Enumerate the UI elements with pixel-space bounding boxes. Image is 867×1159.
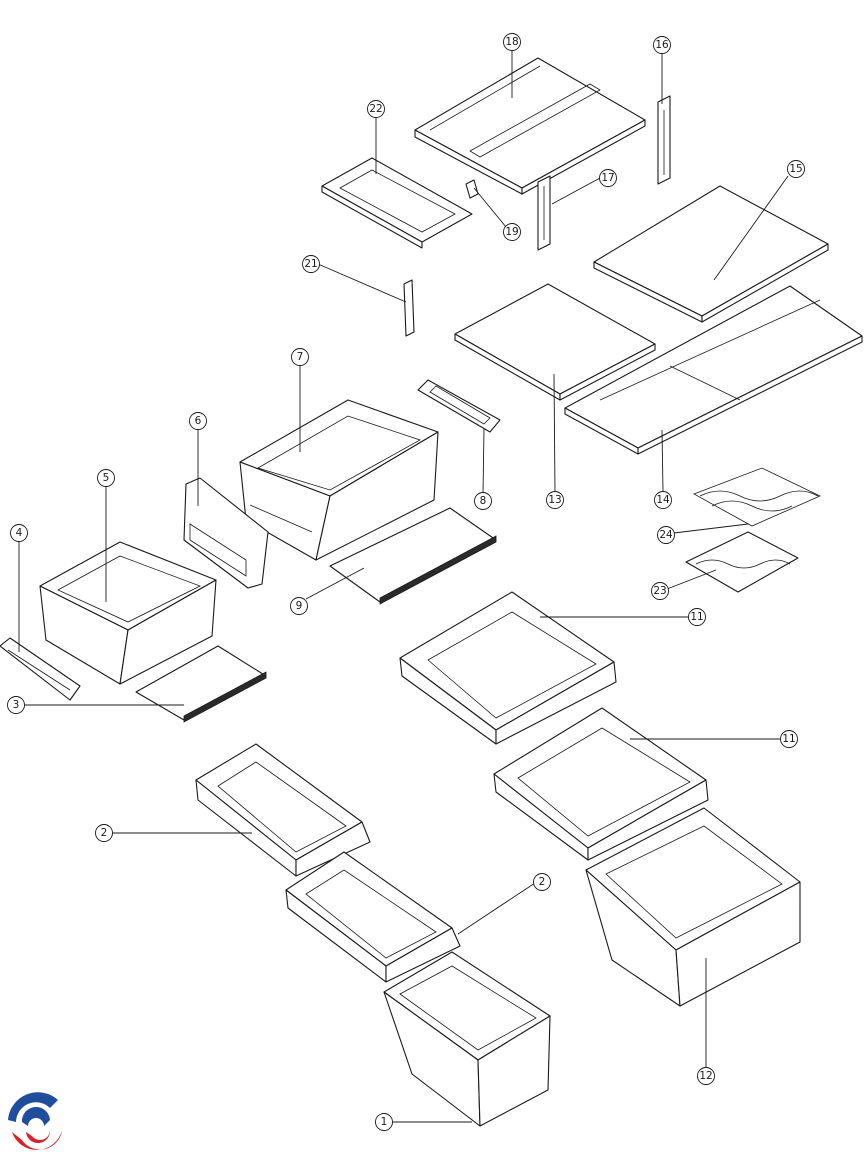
svg-text:12: 12 — [699, 1070, 712, 1082]
svg-text:4: 4 — [16, 527, 23, 539]
part-6-divider — [183, 477, 269, 589]
svg-text:6: 6 — [195, 415, 202, 427]
svg-text:23: 23 — [653, 585, 666, 597]
callout-4: 4 — [10, 524, 28, 542]
callout-22: 22 — [367, 100, 385, 118]
callout-17: 17 — [599, 169, 617, 187]
svg-text:2: 2 — [101, 827, 108, 839]
callout-21: 21 — [302, 255, 320, 273]
part-16-rail — [657, 95, 671, 185]
part-11-tray-upper — [399, 591, 617, 745]
svg-text:8: 8 — [480, 495, 487, 507]
svg-text:7: 7 — [297, 351, 304, 363]
svg-text:22: 22 — [369, 103, 382, 115]
part-12-drawer — [585, 807, 801, 1007]
swirl-logo — [4, 1092, 68, 1157]
svg-text:1: 1 — [381, 1116, 388, 1128]
svg-text:11: 11 — [782, 733, 795, 745]
svg-text:9: 9 — [296, 600, 303, 612]
svg-text:19: 19 — [505, 226, 518, 238]
part-22-shelf — [321, 157, 473, 249]
svg-text:18: 18 — [505, 36, 518, 48]
part-14-shelf — [564, 285, 863, 455]
svg-text:17: 17 — [601, 172, 614, 184]
callout-11-lower: 11 — [780, 730, 798, 748]
svg-text:11: 11 — [690, 611, 703, 623]
callout-6: 6 — [189, 412, 207, 430]
callout-2-lower: 2 — [533, 873, 551, 891]
svg-text:24: 24 — [659, 529, 673, 541]
svg-text:13: 13 — [548, 494, 561, 506]
callout-24: 24 — [657, 526, 675, 544]
part-1-drawer — [383, 951, 551, 1127]
svg-text:5: 5 — [103, 472, 110, 484]
callout-12: 12 — [697, 1067, 715, 1085]
svg-text:3: 3 — [13, 699, 20, 711]
callout-19: 19 — [503, 223, 521, 241]
callout-23: 23 — [651, 582, 669, 600]
svg-text:21: 21 — [304, 258, 317, 270]
part-3-glass — [135, 645, 267, 723]
callout-9: 9 — [290, 597, 308, 615]
part-4-panel — [0, 637, 81, 701]
callout-7: 7 — [291, 348, 309, 366]
svg-text:2: 2 — [539, 876, 546, 888]
callout-18: 18 — [503, 33, 521, 51]
part-7-drawer — [239, 399, 439, 561]
svg-text:16: 16 — [655, 39, 669, 51]
callout-13: 13 — [546, 491, 564, 509]
callout-16: 16 — [653, 36, 671, 54]
part-24-rack — [693, 467, 821, 527]
part-18-shelf — [414, 57, 646, 195]
leader-lines — [18, 50, 789, 1123]
callout-15: 15 — [787, 160, 805, 178]
part-2-tray-lower — [285, 851, 461, 983]
callout-11-upper: 11 — [688, 608, 706, 626]
callout-5: 5 — [97, 469, 115, 487]
svg-text:14: 14 — [656, 494, 670, 506]
part-21-bracket — [403, 279, 415, 337]
part-8-bracket — [417, 379, 501, 433]
part-5-drawer — [39, 541, 217, 685]
part-2-tray-upper — [195, 743, 371, 877]
part-13-shelf — [454, 283, 656, 401]
part-19-clip — [465, 179, 479, 199]
callout-2-upper: 2 — [95, 824, 113, 842]
part-23-rack — [685, 531, 799, 593]
callout-1: 1 — [375, 1113, 393, 1131]
callout-8: 8 — [474, 492, 492, 510]
part-15-shelf — [593, 185, 829, 323]
part-9-glass — [329, 507, 497, 605]
callout-14: 14 — [654, 491, 672, 509]
part-17-rail — [537, 175, 551, 251]
part-11-tray-lower — [493, 707, 709, 861]
callout-3: 3 — [7, 696, 25, 714]
svg-text:15: 15 — [789, 163, 802, 175]
